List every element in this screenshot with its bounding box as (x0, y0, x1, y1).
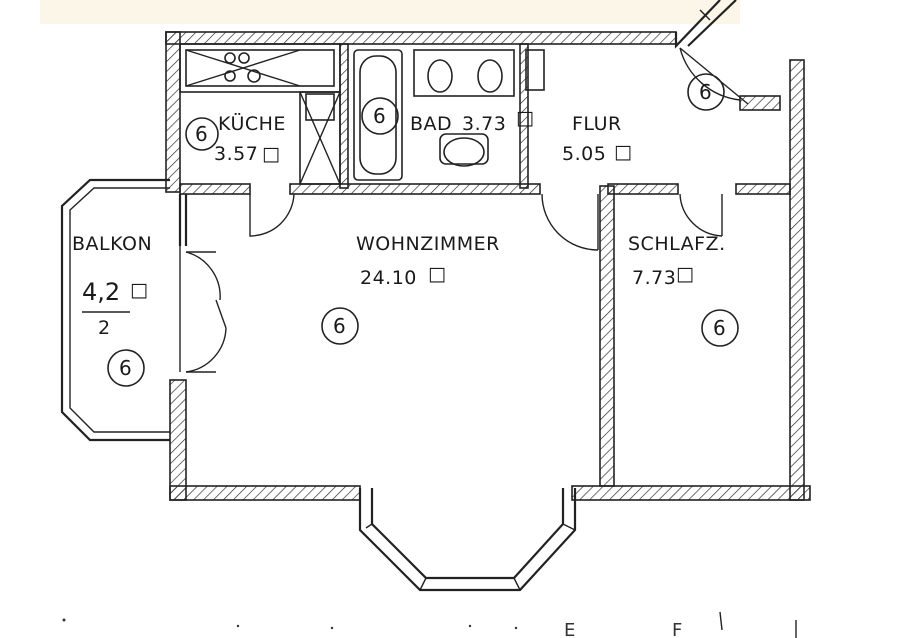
label-balkon: BALKON 4,2 □ 2 (72, 233, 152, 339)
kueche-area: 3.57 (214, 143, 258, 165)
circle-marker-bad: 6 (361, 97, 399, 135)
label-kueche: KÜCHE 3.57 □ (214, 112, 286, 165)
label-wohnzimmer: WOHNZIMMER 24.10 □ (356, 233, 500, 289)
balcony-outline (60, 178, 170, 442)
circle-marker-schlafz: 6 (701, 309, 739, 347)
schlafz-name: SCHLAFZ. (628, 233, 726, 255)
kueche-name: KÜCHE (218, 112, 286, 135)
wall-kitchen-left (165, 31, 181, 193)
marker-text: 6 (333, 314, 346, 338)
bottom-text-right: F (672, 620, 682, 638)
wall-living-bedroom (599, 185, 615, 487)
bad-name: BAD (410, 113, 452, 135)
wall-living-left-lower (169, 379, 187, 501)
wall-mid-horizontal (289, 183, 541, 195)
bay-window (358, 488, 577, 592)
scan-marks (62, 611, 797, 638)
kueche-unit: □ (262, 143, 280, 165)
wall-schlafz-top (735, 183, 791, 195)
bath-fixtures (353, 49, 545, 181)
circle-marker-balkon: 6 (107, 349, 145, 387)
circle-marker-kueche: 6 (185, 117, 219, 151)
wall-right (789, 59, 805, 501)
wall-top (165, 31, 677, 45)
marker-text: 6 (119, 356, 132, 380)
wall-bottom-left (169, 485, 361, 501)
balkon-area: 4,2 (82, 278, 120, 306)
balkon-name: BALKON (72, 233, 152, 255)
label-flur: FLUR 5.05 □ (562, 113, 632, 165)
wall-entry-stub (739, 95, 781, 111)
label-schlafz: SCHLAFZ. 7.73 □ (628, 233, 726, 289)
wohnzimmer-name: WOHNZIMMER (356, 233, 500, 255)
wall-bottom-right (571, 485, 811, 501)
bad-area: 3.73 (462, 113, 506, 135)
marker-text: 6 (713, 316, 726, 340)
balkon-divisor: 2 (98, 317, 111, 339)
wall-kitchen-bottom-left (179, 183, 251, 195)
circle-marker-wohnzimmer: 6 (321, 307, 359, 345)
flur-name: FLUR (572, 113, 622, 135)
flur-doors (541, 193, 723, 251)
wall-flur-bottom (607, 183, 679, 195)
flur-area: 5.05 (562, 143, 606, 165)
marker-text: 6 (699, 80, 712, 104)
wohnzimmer-unit: □ (428, 263, 446, 285)
schlafz-unit: □ (676, 263, 694, 285)
marker-text: 6 (373, 104, 386, 128)
bottom-text-left: E (564, 620, 575, 638)
marker-text: 6 (195, 122, 208, 146)
balcony-door (179, 246, 227, 373)
bad-unit: □ (516, 107, 534, 129)
kitchen-fixtures (179, 43, 341, 237)
label-bad: BAD 3.73 □ (410, 107, 534, 135)
wohnzimmer-area: 24.10 (360, 267, 417, 289)
wall-kitchen-bath (339, 43, 349, 189)
flur-unit: □ (614, 141, 632, 163)
circle-marker-entry: 6 (687, 73, 725, 111)
schlafz-area: 7.73 (632, 267, 676, 289)
paper-edge-top (40, 0, 740, 24)
balkon-unit: □ (130, 279, 148, 301)
